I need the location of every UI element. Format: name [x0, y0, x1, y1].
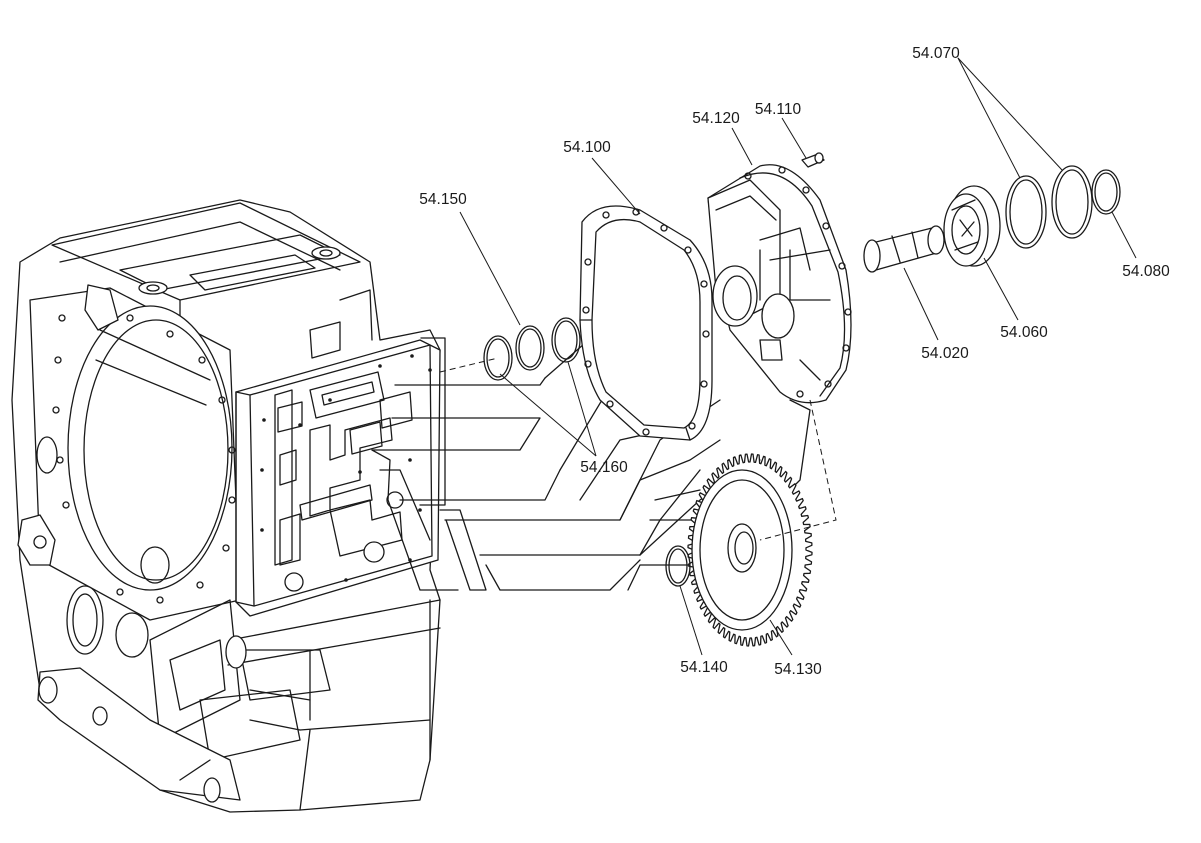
bolt-54-110: [801, 152, 825, 168]
label-54-140: 54.140: [680, 659, 728, 676]
snap-rings-54-070: [1005, 165, 1093, 249]
part-labels: 54.070 54.110 54.120 54.100 54.150 54.08…: [419, 45, 1170, 678]
ring-54-080: [1091, 169, 1121, 215]
cover-bolt-holes: [744, 166, 852, 398]
label-54-020: 54.020: [921, 345, 969, 362]
label-54-130: 54.130: [774, 661, 822, 678]
label-54-110: 54.110: [755, 101, 802, 118]
label-54-100: 54.100: [563, 139, 611, 156]
label-54-060: 54.060: [1000, 324, 1048, 341]
label-54-070: 54.070: [912, 45, 960, 62]
gasket-54-100: [579, 205, 713, 441]
rings-54-150: [483, 317, 581, 381]
plate-holes: [260, 354, 432, 582]
gasket-bolt-holes: [582, 208, 710, 436]
label-54-080: 54.080: [1122, 263, 1170, 280]
label-54-150: 54.150: [419, 191, 467, 208]
shaft-54-020: [863, 225, 945, 273]
label-54-120: 54.120: [692, 110, 740, 127]
assembly-dashed-lines: [439, 357, 837, 541]
gear-54-130: [687, 453, 813, 647]
ring-54-140: [665, 545, 691, 587]
bearing-54-060: [943, 185, 1001, 267]
label-54-160: 54.160: [580, 459, 628, 476]
leader-lines: [459, 57, 1137, 656]
cover-54-120: [707, 164, 852, 404]
transmission-housing: [11, 199, 441, 813]
